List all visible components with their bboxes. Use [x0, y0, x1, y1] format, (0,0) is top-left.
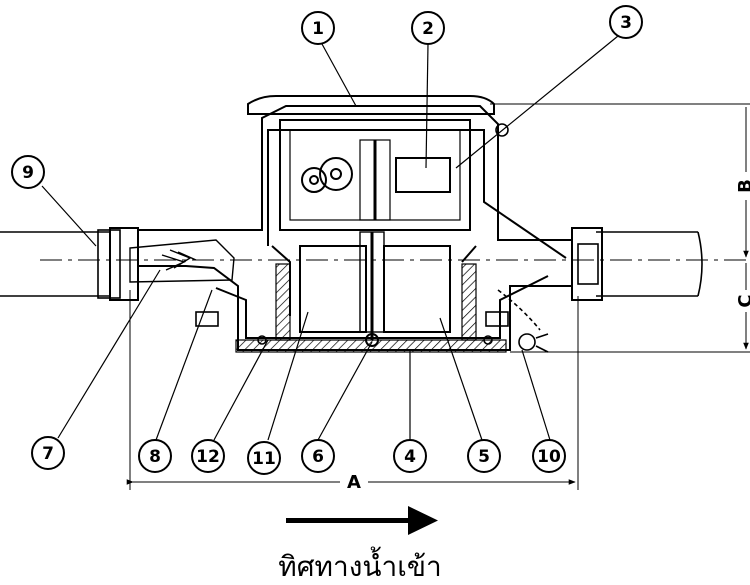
svg-text:5: 5: [478, 447, 490, 467]
svg-text:6: 6: [312, 447, 324, 467]
callout-10: 10: [532, 439, 566, 473]
svg-text:3: 3: [620, 13, 632, 33]
svg-text:10: 10: [537, 447, 561, 467]
callout-4: 4: [393, 439, 427, 473]
svg-text:12: 12: [196, 447, 220, 467]
svg-text:11: 11: [252, 449, 276, 469]
lid-screw: [495, 123, 509, 137]
flow-direction-arrow-icon: [286, 506, 438, 535]
svg-text:1: 1: [312, 19, 324, 39]
flow-direction-caption: ทิศทางน้ำเข้า: [278, 546, 441, 583]
dimension-b-label: B: [735, 179, 750, 193]
svg-text:8: 8: [149, 447, 161, 467]
dimension-a-label: A: [347, 472, 361, 493]
leader-lines: [41, 35, 619, 441]
callout-5: 5: [467, 439, 501, 473]
svg-text:9: 9: [22, 163, 34, 183]
dimension-lines: [126, 103, 750, 490]
seal-wire: [497, 289, 549, 353]
callout-6: 6: [301, 439, 335, 473]
strainer: [129, 239, 235, 283]
callout-7: 7: [31, 436, 65, 470]
callout-1: 1: [301, 11, 335, 45]
callout-3: 3: [609, 5, 643, 39]
bottom-flanges: [195, 311, 509, 345]
svg-text:4: 4: [404, 447, 416, 467]
dimension-c-label: C: [735, 294, 750, 307]
measuring-chamber: [299, 231, 451, 347]
callout-9: 9: [11, 155, 45, 189]
svg-text:2: 2: [422, 19, 434, 39]
callout-12: 12: [191, 439, 225, 473]
register-head: [247, 95, 495, 231]
callout-2: 2: [411, 11, 445, 45]
callouts: 1 2 3 9 7 8 12 11: [11, 5, 643, 475]
outlet-pipe: [571, 227, 703, 301]
svg-text:7: 7: [42, 444, 54, 464]
callout-8: 8: [138, 439, 172, 473]
callout-11: 11: [247, 441, 281, 475]
inlet-pipe: [0, 227, 139, 301]
